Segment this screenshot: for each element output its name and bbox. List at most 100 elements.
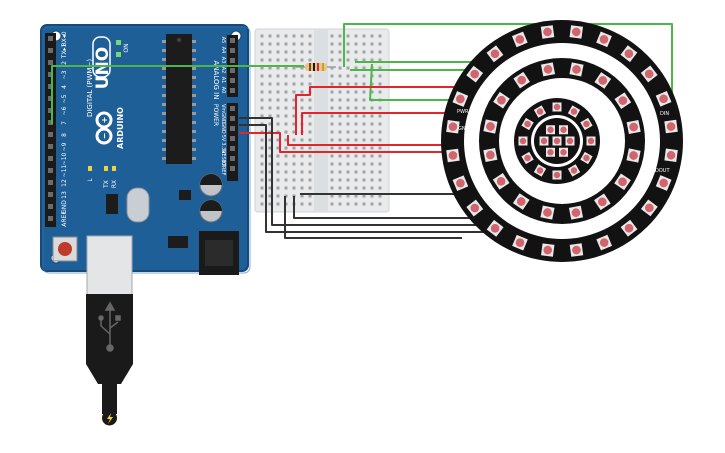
neopixel-led[interactable] [512,234,528,251]
power-pin[interactable] [230,146,235,151]
neopixel-led[interactable] [567,105,581,118]
jewel-led[interactable] [565,136,575,146]
neopixel-led[interactable] [596,31,612,48]
analog-pin[interactable] [230,38,235,43]
power-pin[interactable] [230,166,235,171]
neopixel-led[interactable] [466,199,484,217]
digital-pin[interactable] [48,120,53,125]
neopixel-led[interactable] [541,243,555,257]
neopixel-led[interactable] [552,102,562,112]
breadboard-hole [276,122,280,126]
jewel-led[interactable] [552,136,562,146]
neopixel-led[interactable] [596,234,613,251]
neopixel-led[interactable] [521,151,534,165]
neopixel-led[interactable] [513,71,530,89]
capacitor [199,199,223,223]
analog-pin[interactable] [230,58,235,63]
neopixel-led[interactable] [452,175,469,192]
neopixel-led[interactable] [614,92,632,109]
neopixel-led[interactable] [511,31,528,48]
digital-pin[interactable] [48,192,53,197]
neopixel-led[interactable] [486,45,504,63]
analog-pin[interactable] [230,88,235,93]
neopixel-led[interactable] [512,193,530,210]
breadboard-hole [362,122,366,126]
neopixel-led[interactable] [567,164,581,177]
neopixel-led[interactable] [620,219,638,237]
neopixel-led[interactable] [626,119,641,135]
jewel-led[interactable] [546,125,555,135]
neopixel-led[interactable] [492,173,510,190]
neopixel-led[interactable] [664,119,678,134]
neopixel-led[interactable] [540,62,556,77]
digital-pin[interactable] [48,84,53,89]
neopixel-led[interactable] [486,219,504,237]
neopixel-led[interactable] [569,243,584,257]
digital-pin[interactable] [48,180,53,185]
analog-pin[interactable] [230,48,235,53]
neopixel-led[interactable] [518,136,528,146]
power-pin[interactable] [230,106,235,111]
usb-cable[interactable] [86,235,133,426]
neopixel-led[interactable] [655,175,672,191]
digital-pin[interactable] [48,48,53,53]
neopixel-led[interactable] [568,205,584,220]
jewel-led[interactable] [559,125,568,135]
analog-pin[interactable] [230,68,235,73]
power-pin[interactable] [230,116,235,121]
neopixel-jewel[interactable] [534,118,580,164]
digital-pin[interactable] [48,168,53,173]
reset-button[interactable] [52,236,78,262]
neopixel-led[interactable] [569,62,584,77]
neopixel-led[interactable] [594,72,612,89]
digital-pin[interactable] [48,108,53,113]
digital-pin[interactable] [48,60,53,65]
breadboard-hole [292,98,296,102]
neopixel-led[interactable] [580,151,593,165]
digital-pin[interactable] [48,144,53,149]
neopixel-led[interactable] [580,117,593,131]
analog-pin[interactable] [230,78,235,83]
digital-pin[interactable] [48,72,53,77]
neopixel-led[interactable] [640,65,658,83]
jewel-led[interactable] [539,136,549,146]
neopixel-led[interactable] [594,193,611,211]
power-pin[interactable] [230,156,235,161]
neopixel-led[interactable] [540,25,555,39]
digital-pin[interactable] [48,96,53,101]
digital-pin[interactable] [48,204,53,209]
neopixel-led[interactable] [446,148,460,163]
jewel-led[interactable] [559,147,568,157]
breadboard[interactable] [254,28,390,213]
neopixel-led[interactable] [521,117,534,131]
breadboard-hole [260,138,264,142]
neopixel-led[interactable] [614,173,631,191]
neopixel-led[interactable] [540,205,555,220]
neopixel-led[interactable] [446,120,460,134]
neopixel-led[interactable] [483,119,498,134]
neopixel-led[interactable] [569,25,583,39]
digital-pin[interactable] [48,36,53,41]
neopixel-led[interactable] [626,148,641,163]
digital-pin[interactable] [48,216,53,221]
neopixel-led[interactable] [552,170,562,180]
neopixel-led[interactable] [452,91,469,107]
neopixel-led[interactable] [466,65,484,83]
neopixel-led[interactable] [620,45,638,63]
neopixel-led[interactable] [655,90,672,107]
power-pin[interactable] [230,136,235,141]
neopixel-led[interactable] [664,148,678,162]
resistor[interactable] [296,63,336,71]
breadboard-hole [362,58,366,62]
jewel-led[interactable] [546,147,555,157]
digital-pin[interactable] [48,132,53,137]
digital-pin[interactable] [48,156,53,161]
neopixel-led[interactable] [533,105,547,118]
neopixel-led[interactable] [493,91,510,109]
power-pin[interactable] [230,126,235,131]
neopixel-led[interactable] [483,147,498,163]
neopixel-led[interactable] [586,136,596,146]
neopixel-led[interactable] [533,164,547,177]
neopixel-led[interactable] [640,199,658,217]
